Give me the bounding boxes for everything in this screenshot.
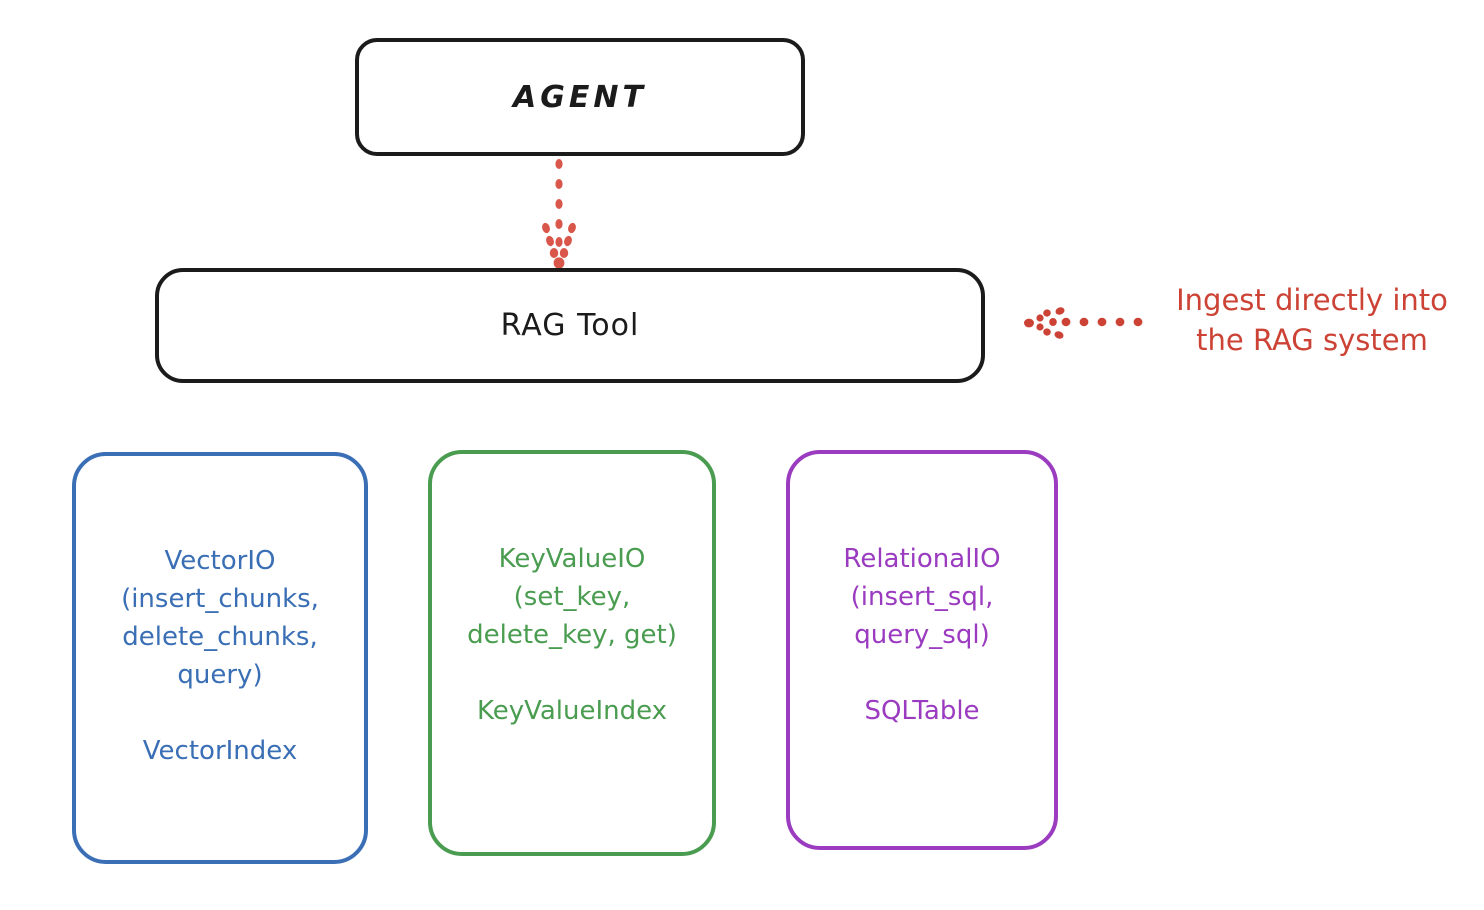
rag-tool-node-label: RAG Tool <box>500 308 640 343</box>
vector-io-node-label: VectorIO (insert_chunks, delete_chunks, … <box>121 546 319 766</box>
agent-node-label: AGENT <box>513 79 647 115</box>
relational-io-node[interactable]: RelationalIO (insert_sql, query_sql) SQL… <box>786 450 1058 850</box>
agent-to-rag-dotted-arrow <box>515 158 605 270</box>
note-to-rag-dotted-arrow <box>1020 296 1146 348</box>
key-value-io-node-label: KeyValueIO (set_key, delete_key, get) Ke… <box>467 544 677 726</box>
key-value-io-node[interactable]: KeyValueIO (set_key, delete_key, get) Ke… <box>428 450 716 856</box>
agent-node[interactable]: AGENT <box>355 38 805 156</box>
relational-io-node-label: RelationalIO (insert_sql, query_sql) SQL… <box>843 544 1001 726</box>
ingest-annotation-label: Ingest directly into the RAG system <box>1176 283 1448 357</box>
rag-tool-node[interactable]: RAG Tool <box>155 268 985 383</box>
vector-io-node[interactable]: VectorIO (insert_chunks, delete_chunks, … <box>72 452 368 864</box>
